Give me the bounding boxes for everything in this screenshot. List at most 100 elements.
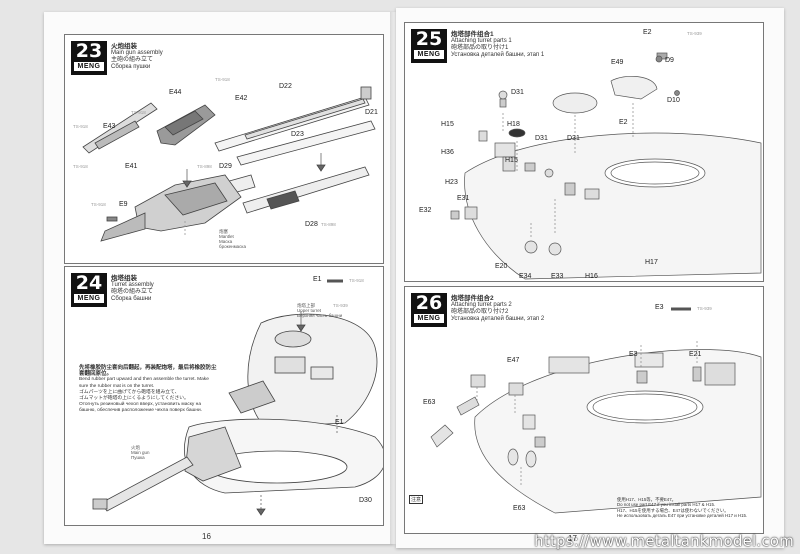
step25-label: E33: [551, 273, 564, 280]
step23-number: 23: [75, 40, 103, 62]
right-page: 25 MENG 炮塔部件组合1 Attaching turret parts 1…: [396, 8, 784, 548]
watermark-url: https://www.metaltankmodel.com: [534, 532, 794, 550]
step26-number: 26: [415, 292, 443, 314]
step25-drawing: [450, 52, 762, 280]
step23-label: D22: [279, 83, 292, 90]
step23-code: TS-918: [215, 77, 230, 82]
step26-title-cn: 炮塔部件组合2: [451, 295, 494, 302]
step25-label: H16: [585, 273, 598, 280]
step25-title-jp: 砲塔部品の取り付け1: [451, 45, 509, 51]
step26-label: E63: [513, 505, 526, 512]
step24-label: E1: [313, 276, 322, 283]
note-line: 使用H17、H15等，不要E47。: [617, 497, 677, 502]
step25-label: H15: [441, 121, 454, 128]
step25-brand: MENG: [414, 50, 444, 59]
step23-title-cn: 火炮组装: [111, 43, 137, 50]
step25-title-ru: Установка деталей башни, этап 1: [451, 52, 545, 58]
step23-code: TS-918: [91, 202, 106, 207]
step23-code: TS-918: [73, 124, 88, 129]
book-gutter: [390, 12, 400, 544]
step25-label: D31: [535, 135, 548, 142]
step26-title-ru: Установка деталей башни, этап 2: [451, 316, 545, 322]
step25-label: D10: [667, 97, 680, 104]
mantlet-note: 炮塞 Mantlet Маска брокенмаска: [219, 229, 246, 249]
step23-label: E42: [235, 95, 248, 102]
note-line: Bend rubber part upward and then assembl…: [79, 377, 209, 389]
step25-label: E34: [519, 273, 532, 280]
step25-label: D31: [511, 89, 524, 96]
step23-title-jp: 主砲の組み立て: [111, 57, 154, 63]
step25-label: E2: [643, 29, 652, 36]
step25-label: E31: [457, 195, 470, 202]
main-gun-callout: 火炮 Main gun Пушка: [131, 445, 150, 460]
mantlet-note-line: 炮塞: [219, 229, 228, 234]
left-page: 23 MENG 火炮组装 Main gun assembly 主砲の組み立て С…: [44, 12, 394, 544]
step23-label: E44: [169, 89, 182, 96]
step25-badge: 25 MENG: [411, 29, 447, 63]
mantlet-note-line: брокенмаска: [219, 244, 247, 249]
callout-line: 火炮: [131, 445, 140, 450]
step23-titles: 火炮组装 Main gun assembly 主砲の組み立て Сборка пу…: [111, 43, 163, 71]
step25-label: H15: [505, 157, 518, 164]
step24-number: 24: [75, 272, 103, 294]
step23-title-ru: Сборка пушки: [111, 64, 151, 70]
mantlet-note-line: Маска: [219, 239, 233, 244]
step23-panel: 23 MENG 火炮组装 Main gun assembly 主砲の組み立て С…: [64, 34, 384, 264]
page-number-right: 17: [568, 534, 577, 543]
note-line: 先将橡胶防尘套向后翻起，再装配炮塔，最后将橡胶防尘套翻回原位。: [79, 365, 217, 378]
step23-label: D29: [219, 163, 232, 170]
step24-title-jp: 砲塔の組み立て: [111, 289, 154, 295]
callout-line: Верхняя часть башни: [297, 313, 343, 318]
note-line: ゴムマットが砲塔の上にくるようにしてください。: [79, 396, 189, 402]
step24-title-en: Turret assembly: [111, 282, 154, 288]
step25-label: E32: [419, 207, 432, 214]
step23-label: D23: [291, 131, 304, 138]
step26-label: E63: [423, 399, 436, 406]
step25-number: 25: [415, 28, 443, 50]
note-line: Do not use part E47 if you install parts…: [617, 502, 716, 508]
step26-titles: 炮塔部件组合2 Attaching turret parts 2 砲塔部品の取り…: [451, 295, 544, 323]
step26-badge: 26 MENG: [411, 293, 447, 327]
note-line: ゴムパーツを上に曲げてから砲塔を組み立て、: [79, 389, 180, 395]
step26-label: E3: [655, 304, 664, 311]
step25-panel: 25 MENG 炮塔部件组合1 Attaching turret parts 1…: [404, 22, 764, 282]
note-line: Не использовать деталь E47 при установке…: [617, 513, 748, 519]
step26-title-en: Attaching turret parts 2: [451, 302, 512, 308]
mantlet-note-line: Mantlet: [219, 234, 234, 239]
step24-panel: 24 MENG 炮塔组装 Turret assembly 砲塔の組み立て Сбо…: [64, 266, 384, 526]
step24-title-ru: Сборка башни: [111, 296, 152, 302]
callout-line: Upper turret: [297, 308, 322, 313]
step25-label: H36: [441, 149, 454, 156]
step26-side-tag: 注意: [409, 495, 424, 504]
step23-brand: MENG: [74, 62, 104, 71]
step26-code: TS-939: [697, 306, 712, 311]
step23-code: TS-918: [73, 164, 88, 169]
step24-code: TS-939: [333, 303, 348, 308]
step25-label: H17: [645, 259, 658, 266]
step26-title-jp: 砲塔部品の取り付け2: [451, 309, 509, 315]
step25-label: E2: [619, 119, 628, 126]
step25-label: H18: [507, 121, 520, 128]
step23-label: E41: [125, 163, 138, 170]
step25-titles: 炮塔部件组合1 Attaching turret parts 1 砲塔部品の取り…: [451, 31, 544, 59]
step25-label: D31: [567, 135, 580, 142]
step24-titles: 炮塔组装 Turret assembly 砲塔の組み立て Сборка башн…: [111, 275, 154, 303]
step23-code: TS-898: [321, 222, 336, 227]
step25-label: E49: [611, 59, 624, 66]
step23-label: E43: [103, 123, 116, 130]
manual-spread: 23 MENG 火炮组装 Main gun assembly 主砲の組み立て С…: [44, 4, 785, 550]
callout-line: Main gun: [131, 450, 150, 455]
page-number-left: 16: [202, 532, 211, 541]
step26-note: 使用H17、H15等，不要E47。 Do not use part E47 if…: [617, 497, 757, 519]
note-line: Отогнуть резиновый чехол вверх, установи…: [79, 402, 203, 414]
step26-label: E21: [689, 351, 702, 358]
step26-label: E3: [629, 351, 638, 358]
callout-line: 炮塔上部: [297, 303, 315, 308]
upper-turret-callout: 炮塔上部 Upper turret Верхняя часть башни: [297, 303, 342, 318]
step25-label: H23: [445, 179, 458, 186]
callout-line: Пушка: [131, 455, 145, 460]
step24-title-cn: 炮塔组装: [111, 275, 137, 282]
step24-drawing: [92, 279, 383, 516]
step23-label: D21: [365, 109, 378, 116]
step26-brand: MENG: [414, 314, 444, 323]
